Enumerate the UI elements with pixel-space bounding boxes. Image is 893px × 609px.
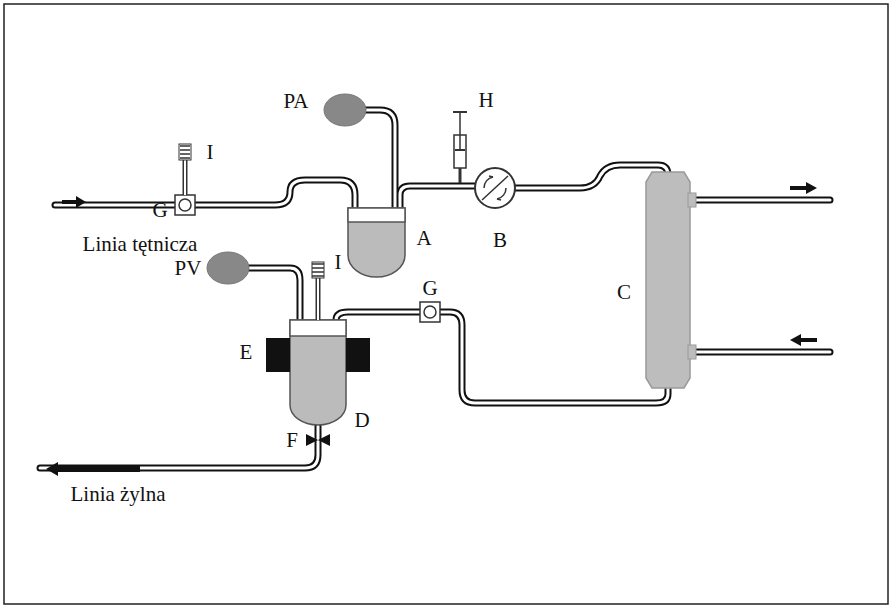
part-label: G (152, 200, 167, 221)
pressure-gauge-pa (324, 94, 366, 126)
gauge-label: PA (284, 91, 309, 112)
gauge-label: PV (175, 258, 202, 279)
chamber-d (266, 262, 370, 425)
line-label: Linia tętnicza (83, 234, 198, 255)
part-label: F (286, 430, 298, 451)
part-label: I (207, 142, 214, 163)
part-label: H (478, 90, 493, 111)
line-label: Linia żylna (70, 484, 165, 505)
part-label: I (335, 252, 342, 273)
clamp-g-arterial (175, 144, 195, 215)
tubes (40, 110, 830, 468)
clamp-f (306, 434, 330, 446)
chamber-a (348, 208, 405, 277)
frame (4, 4, 888, 604)
part-label: A (416, 228, 431, 249)
pressure-gauge-pv (207, 252, 249, 284)
part-label: G (422, 278, 437, 299)
clamp-g-venous (420, 302, 440, 322)
part-label: E (240, 342, 253, 363)
blood-pump-b (475, 168, 515, 208)
part-label: B (493, 230, 507, 251)
syringe-h (453, 112, 467, 183)
flow-arrows (46, 182, 817, 476)
part-label: C (617, 282, 631, 303)
part-label: D (354, 410, 369, 431)
dialyzer-c (646, 172, 696, 388)
